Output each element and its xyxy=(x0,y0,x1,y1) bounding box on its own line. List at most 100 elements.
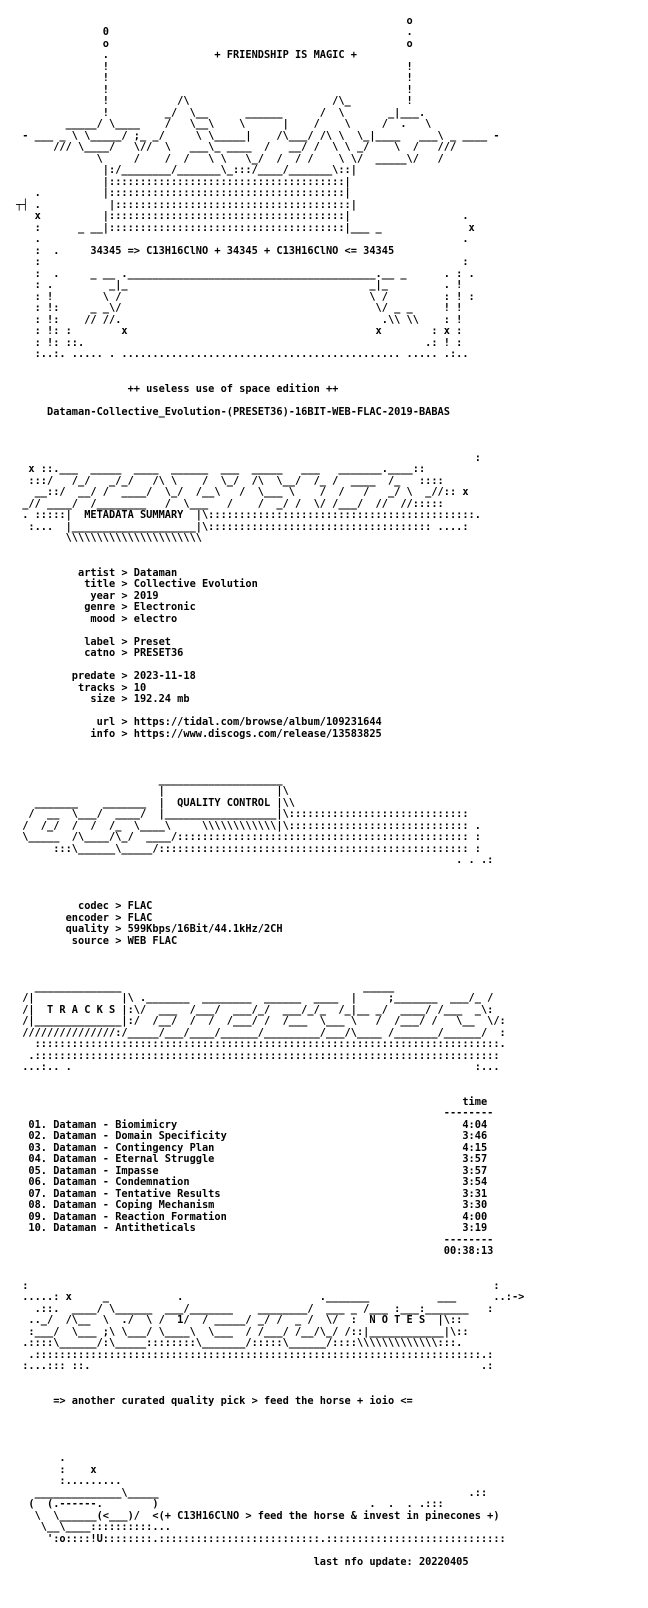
nfo-line: title > Collective Evolution xyxy=(16,578,258,590)
nfo-line: ++ useless use of space edition ++ xyxy=(16,382,339,395)
nfo-line: _____/ \____ / \__\ \ | / \ / . \ xyxy=(16,118,432,130)
nfo-line: .::::\______/:\_____::::::::\_______/:::… xyxy=(16,1337,463,1349)
nfo-line: : !: ::. .: ! : xyxy=(16,336,463,349)
nfo-line: label > Preset xyxy=(16,635,171,648)
nfo-line: ! _/ \__ ______ / \ _|___. xyxy=(16,106,426,119)
nfo-line: predate > 2023-11-18 xyxy=(16,670,196,682)
nfo-line: :...::: ::. .: xyxy=(16,1360,494,1372)
nfo-line: |::::::::::::::::::::::::::::::::::::::| xyxy=(16,175,351,188)
nfo-line: 10. Dataman - Antitheticals 3:19 xyxy=(16,1222,488,1234)
nfo-line: /// \____/ \// \ ___\_ ____ / __/ / \ \ … xyxy=(16,141,457,153)
nfo-line: : ! \ / \ / : ! : xyxy=(16,290,475,303)
nfo-line: 08. Dataman - Coping Mechanism 3:30 xyxy=(16,1199,488,1211)
nfo-line: .....: x _ . ._______ ___ ..:-> xyxy=(16,1291,525,1303)
nfo-line: : . _|_ _|_ . ! xyxy=(16,279,463,291)
nfo-line: o o xyxy=(16,37,413,50)
nfo-line: _______ _______ | QUALITY CONTROL |\\ xyxy=(16,796,295,809)
nfo-line: codec > FLAC xyxy=(16,900,153,912)
nfo-line: size > 192.24 mb xyxy=(16,693,190,705)
nfo-line: ...:.. . :... xyxy=(16,1061,500,1073)
nfo-line: :::/ /_/ _/_/ /\ \ / \_/ /\ \__/ /_ / __… xyxy=(16,474,444,487)
nfo-line: : xyxy=(16,451,481,464)
nfo-line: mood > electro xyxy=(16,612,178,625)
nfo-line: 07. Dataman - Tentative Results 3:31 xyxy=(16,1187,488,1200)
nfo-line: => another curated quality pick > feed t… xyxy=(16,1394,413,1407)
nfo-line: x |:::::::::::::::::::::::::::::::::::::… xyxy=(16,210,469,222)
nfo-line: /| T R A C K S |:\/ ___ /___/ ___/_/ ___… xyxy=(16,1003,494,1016)
nfo-line: 0 . xyxy=(16,26,413,38)
nfo-line: 00:38:13 xyxy=(16,1245,494,1257)
nfo-line: \_____ /\____/\_/ ____/:::::::::::::::::… xyxy=(16,831,481,843)
nfo-line: ! ! xyxy=(16,83,413,96)
nfo-line: url > https://tidal.com/browse/album/109… xyxy=(16,716,382,728)
nfo-line: ! /\ /\_ ! xyxy=(16,95,413,107)
nfo-text-block: o 0 . o o . + FRIENDSHIP IS MAGIC + xyxy=(16,14,525,1568)
nfo-line: ///////////////:/_____/___/____/______/_… xyxy=(16,1026,506,1039)
nfo-line: 01. Dataman - Biomimicry 4:04 xyxy=(16,1118,488,1131)
nfo-line: : _ __|:::::::::::::::::::::::::::::::::… xyxy=(16,221,475,234)
nfo-line: ! ! xyxy=(16,60,413,73)
nfo-line: . :::::| METADATA SUMMARY |\::::::::::::… xyxy=(16,509,481,521)
nfo-line: :......... xyxy=(16,1475,134,1487)
nfo-line: tracks > 10 xyxy=(16,681,147,694)
nfo-line: : x xyxy=(16,1463,97,1476)
nfo-line: 06. Dataman - Condemnation 3:54 xyxy=(16,1176,488,1188)
nfo-line: . . .: xyxy=(16,854,494,866)
nfo-line: 03. Dataman - Contingency Plan 4:15 xyxy=(16,1141,488,1154)
nfo-line: . |:::::::::::::::::::::::::::::::::::::… xyxy=(16,187,351,199)
nfo-line: : : xyxy=(16,256,469,268)
nfo-line: ______________ _____ xyxy=(16,980,395,993)
nfo-line: \ \______(<___)/ <(+ C13H16ClNO > feed t… xyxy=(16,1509,500,1522)
nfo-line: . xyxy=(16,1452,66,1464)
nfo-line: time xyxy=(16,1095,488,1108)
nfo-line: : . _ __ .______________________________… xyxy=(16,267,475,280)
nfo-line: ::::::::::::::::::::::::::::::::::::::::… xyxy=(16,1038,506,1050)
nfo-line: :___/ \___ ;\ \___/ \____\ \___ / /___/ … xyxy=(16,1325,469,1338)
nfo-line: \ / / / \ \ \_/ / / / \ \/ _____\/ / xyxy=(16,152,444,165)
nfo-line: :::\______\_____/:::::::::::::::::::::::… xyxy=(16,842,481,855)
nfo-line: ( (.------. ) . . . .::: xyxy=(16,1498,444,1510)
nfo-line: : !: // //. .\\ \\ : ! xyxy=(16,313,463,326)
nfo-line: : : xyxy=(16,1279,500,1292)
nfo-line: 09. Dataman - Reaction Formation 4:00 xyxy=(16,1210,488,1223)
nfo-line: :... |____________________|\::::::::::::… xyxy=(16,520,469,533)
nfo-line: -------- xyxy=(16,1107,494,1119)
nfo-line: \__\____::::::::::... xyxy=(16,1521,171,1533)
nfo-line: x ::.___ _____ ____ ______ ___ _____ ___… xyxy=(16,463,426,475)
nfo-line: info > https://www.discogs.com/release/1… xyxy=(16,727,382,740)
nfo-line: source > WEB FLAC xyxy=(16,934,178,947)
nfo-line: : . 34345 => C13H16ClNO + 34345 + C13H16… xyxy=(16,244,395,257)
nfo-line: ┬┤ . |::::::::::::::::::::::::::::::::::… xyxy=(16,198,357,211)
nfo-line: : !: _ _\/ \/ _ _ ! ! xyxy=(16,302,463,314)
nfo-line: genre > Electronic xyxy=(16,601,196,613)
nfo-line: encoder > FLAC xyxy=(16,911,153,924)
nfo-line: - ___ _ \ \_____/ ;_ _/ \ \_____| /\___/… xyxy=(16,129,500,142)
nfo-line: \\\\\\\\\\\\\\\\\\\\\\ xyxy=(16,532,202,544)
nfo-line: ____________________ xyxy=(16,773,283,786)
nfo-line: . . xyxy=(16,233,469,245)
nfo-line: Dataman-Collective_Evolution-(PRESET36)-… xyxy=(16,405,450,418)
nfo-line: 04. Dataman - Eternal Struggle 3:57 xyxy=(16,1153,488,1165)
nfo-line: o xyxy=(16,14,413,27)
nfo-line: __::/ __/ / ____/ \_/ /__\ / \___ \ / / … xyxy=(16,486,469,498)
nfo-line: / __ \___/ ____/ |__________________|\::… xyxy=(16,808,469,820)
nfo-line: /|______________|:/ /__/ / / /___/ / /__… xyxy=(16,1015,506,1027)
nfo-line: . + FRIENDSHIP IS MAGIC + xyxy=(16,49,407,61)
nfo-line: ! ! xyxy=(16,72,413,84)
nfo-line: :..:. ..... . ..........................… xyxy=(16,348,469,360)
nfo-line: / /_/ / / /_ \____\ \\\\\\\\\\\\|\::::::… xyxy=(16,819,481,832)
nfo-line: _// ____/ /________ / \___ / / _/ / \/ /… xyxy=(16,497,444,510)
nfo-line: quality > 599Kbps/16Bit/44.1kHz/2CH xyxy=(16,923,283,935)
nfo-line: artist > Dataman xyxy=(16,566,178,579)
nfo-line: 02. Dataman - Domain Specificity 3:46 xyxy=(16,1130,488,1142)
nfo-line: /| |\ ._______ ________ ______ ____ | ;_… xyxy=(16,992,494,1004)
nfo-line: year > 2019 xyxy=(16,589,159,602)
nfo-line: .:::::::::::::::::::::::::::::::::::::::… xyxy=(16,1348,494,1361)
nfo-line: .:::::::::::::::::::::::::::::::::::::::… xyxy=(16,1049,500,1062)
nfo-line: .::. ____/ \______ ___/_______ ________/… xyxy=(16,1302,494,1315)
nfo-line: : !: : x x : x : xyxy=(16,325,463,337)
nfo-line: ':o::::!U::::::::.::::::::::::::::::::::… xyxy=(16,1532,506,1545)
nfo-line: last nfo update: 20220405 xyxy=(16,1555,469,1568)
nfo-line: |:/________/_______\_:::/____/_______\::… xyxy=(16,164,357,176)
nfo-line: -------- xyxy=(16,1233,494,1246)
